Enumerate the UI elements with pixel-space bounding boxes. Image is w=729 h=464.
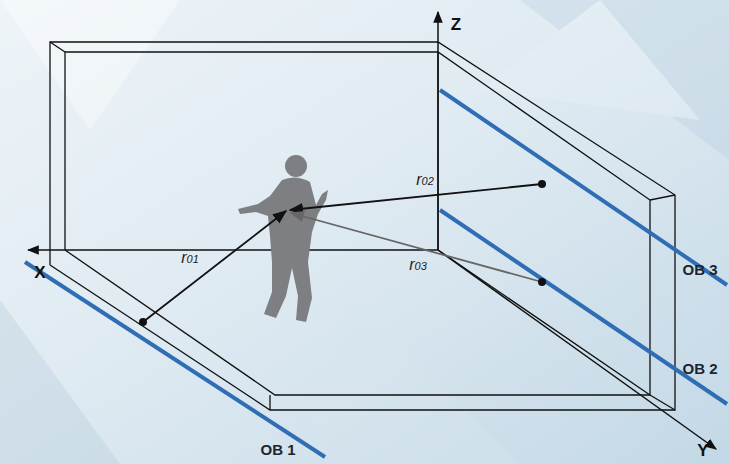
axes (28, 12, 716, 449)
axis-label: X (34, 264, 45, 281)
vectors (139, 180, 546, 326)
vector-label: r02 (416, 172, 434, 188)
ob-label: OB 1 (260, 442, 295, 457)
axis-label: Y (697, 442, 708, 459)
ob-label: OB 3 (682, 262, 717, 277)
vector-label: r03 (409, 257, 427, 273)
ob-lines (25, 90, 727, 457)
room-frame (50, 42, 675, 410)
ob-label: OB 2 (682, 361, 717, 376)
vector-label: r01 (181, 250, 199, 266)
axis-label: Z (451, 16, 461, 33)
